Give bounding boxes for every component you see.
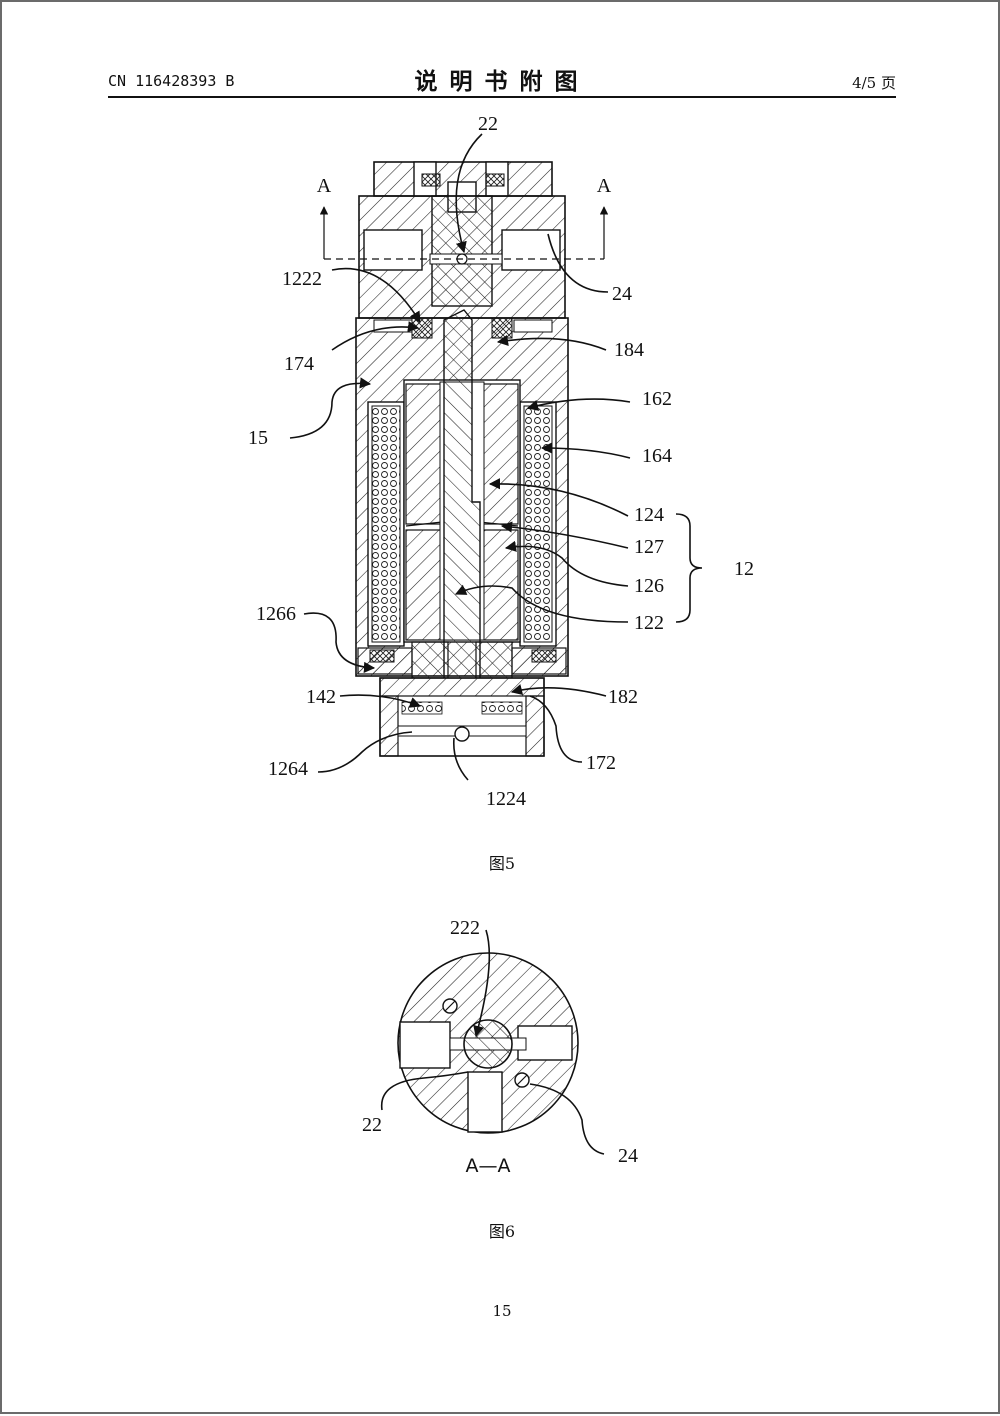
ref-label-122: 122	[634, 612, 664, 634]
document-title: 说明书附图	[414, 69, 590, 95]
page-indicator: 4/5 页	[852, 74, 896, 92]
section-mark-a-left: A	[317, 175, 332, 197]
figure-5-labels: A A 22 1222 24 174 184 15 162 164 124 12…	[248, 113, 754, 810]
ref-label-1264: 1264	[268, 758, 308, 780]
ref-label-127: 127	[634, 536, 664, 558]
patent-number: CN 116428393 B	[108, 72, 235, 90]
ref-label-174: 174	[284, 353, 314, 375]
ref-label-182: 182	[608, 686, 638, 708]
ref-label-22: 22	[478, 113, 498, 135]
section-title-a-a: A—A	[466, 1155, 511, 1177]
ref-label-12: 12	[734, 558, 754, 580]
ref-label-126: 126	[634, 575, 664, 597]
ref-label-1266: 1266	[256, 603, 296, 625]
ref-label-162: 162	[642, 388, 672, 410]
figure-5-caption: 图5	[488, 854, 516, 873]
section-mark-a-right: A	[597, 175, 612, 197]
ref-label-24-fig6: 24	[618, 1145, 638, 1167]
figure-6-caption: 图6	[488, 1222, 516, 1241]
ref-label-1222: 1222	[282, 268, 322, 290]
figure-6-drawing	[380, 929, 605, 1155]
ref-label-22-fig6: 22	[362, 1114, 382, 1136]
figure-6-labels: 222 22 24 A—A	[362, 917, 638, 1177]
ref-label-142: 142	[306, 686, 336, 708]
ref-label-124: 124	[634, 504, 664, 526]
ref-label-24: 24	[612, 283, 632, 305]
figure-5-drawing	[289, 133, 703, 781]
ref-label-15: 15	[248, 427, 268, 449]
ref-label-172: 172	[586, 752, 616, 774]
ref-label-184: 184	[614, 339, 644, 361]
page-header: CN 116428393 B 说明书附图 4/5 页	[108, 60, 896, 98]
ref-label-222: 222	[450, 917, 480, 939]
ref-label-1224: 1224	[486, 788, 526, 810]
ref-label-164: 164	[642, 445, 672, 467]
page-number: 15	[492, 1302, 512, 1320]
